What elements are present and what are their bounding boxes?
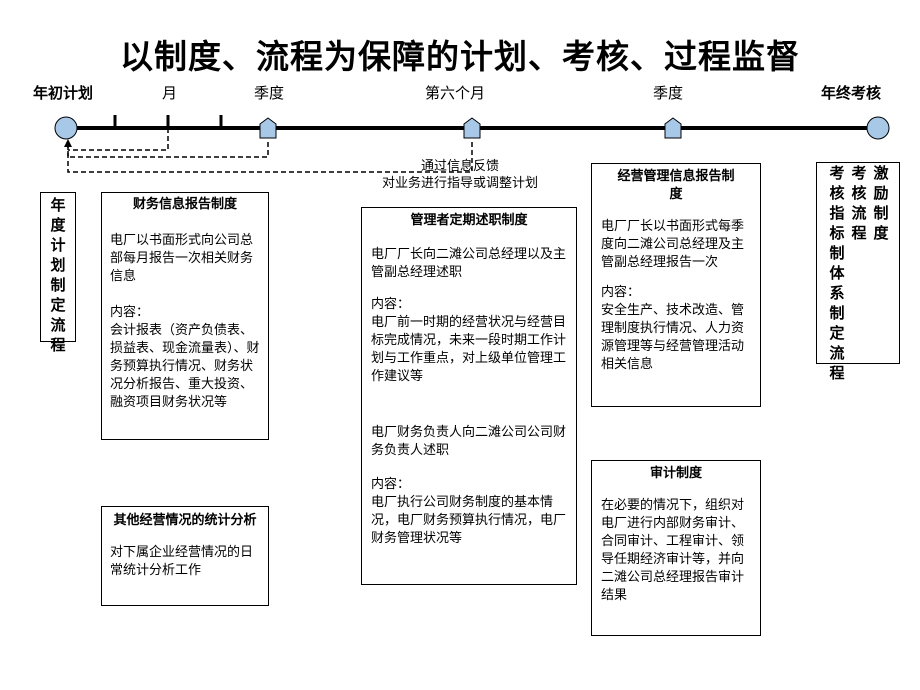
timeline-label-month: 月 [162,84,178,102]
manager-report-p4: 内容： 电厂执行公司财务制度的基本情况，电厂财务预算执行情况，电厂财务管理状况等 [371,477,567,546]
feedback-line-1: 通过信息反馈 [420,159,499,174]
annual-plan-box: 年度计划制定流程 [40,192,76,354]
manager-report-heading: 管理者定期述职制度 [410,213,528,228]
assessment-col-1: 考核指标制体系制定流程 [829,164,845,382]
manager-report-p3: 电厂财务负责人向二滩公司公司财务负责人述职 [371,425,567,458]
finance-report-heading: 财务信息报告制度 [132,197,237,212]
manager-report-p1: 电厂厂长向二滩公司总经理以及主管副总经理述职 [371,247,567,280]
manager-report-box: 管理者定期述职制度 电厂厂长向二滩公司总经理以及主管副总经理述职 内容： 电厂前… [361,207,577,585]
timeline-graphic [54,115,890,173]
page-title: 以制度、流程为保障的计划、考核、过程监督 [120,37,800,76]
ops-report-p2: 内容： 安全生产、技术改造、管理制度执行情况、人力资源管理等与经营管理活动相关信… [601,285,745,372]
finance-report-box: 财务信息报告制度 电厂以书面形式向公司总部每月报告一次相关财务信息 内容： 会计… [101,192,269,440]
manager-report-p2: 内容： 电厂前一时期的经营状况与经营目标完成情况，未来一段时期工作计划与工作重点… [371,297,567,384]
stats-analysis-box: 其他经营情况的统计分析 对下属企业经营情况的日常统计分析工作 [101,506,269,606]
assessment-col-2: 考核流程 [851,164,867,242]
stats-analysis-p1: 对下属企业经营情况的日常统计分析工作 [110,545,254,578]
ops-report-box: 经营管理信息报告制度 电厂厂长以书面形式每季度向二滩公司总经理及主管副总经理报告… [591,163,761,407]
assessment-col-3: 激励制度 [873,164,889,242]
audit-heading: 审计制度 [649,466,702,481]
stats-analysis-heading: 其他经营情况的统计分析 [113,513,257,528]
ops-report-p1: 电厂厂长以书面形式每季度向二滩公司总经理及主管副总经理报告一次 [601,219,745,270]
audit-box: 审计制度 在必要的情况下，组织对电厂进行内部财务审计、合同审计、工程审计、领导任… [591,460,761,636]
timeline-label-quarter-2: 季度 [653,84,684,102]
ops-report-heading: 经营管理信息报告制度 [617,169,735,202]
audit-p1: 在必要的情况下，组织对电厂进行内部财务审计、合同审计、工程审计、领导任期经济审计… [601,498,745,603]
timeline-end-label: 年终考核 [821,84,882,102]
timeline-label-quarter-1: 季度 [254,84,285,102]
finance-report-p1: 电厂以书面形式向公司总部每月报告一次相关财务信息 [110,233,254,284]
timeline-label-sixth-month: 第六个月 [425,84,486,102]
assessment-box: 考核指标制体系制定流程 考核流程 激励制度 [816,162,900,382]
annual-plan-text: 年度计划制定流程 [50,196,66,354]
finance-report-p2: 内容： 会计报表（资产负债表、损益表、现金流量表）、财务预算执行情况、财务状况分… [110,305,260,410]
feedback-line-2: 对业务进行指导或调整计划 [381,176,538,191]
timeline-start-label: 年初计划 [33,84,94,102]
